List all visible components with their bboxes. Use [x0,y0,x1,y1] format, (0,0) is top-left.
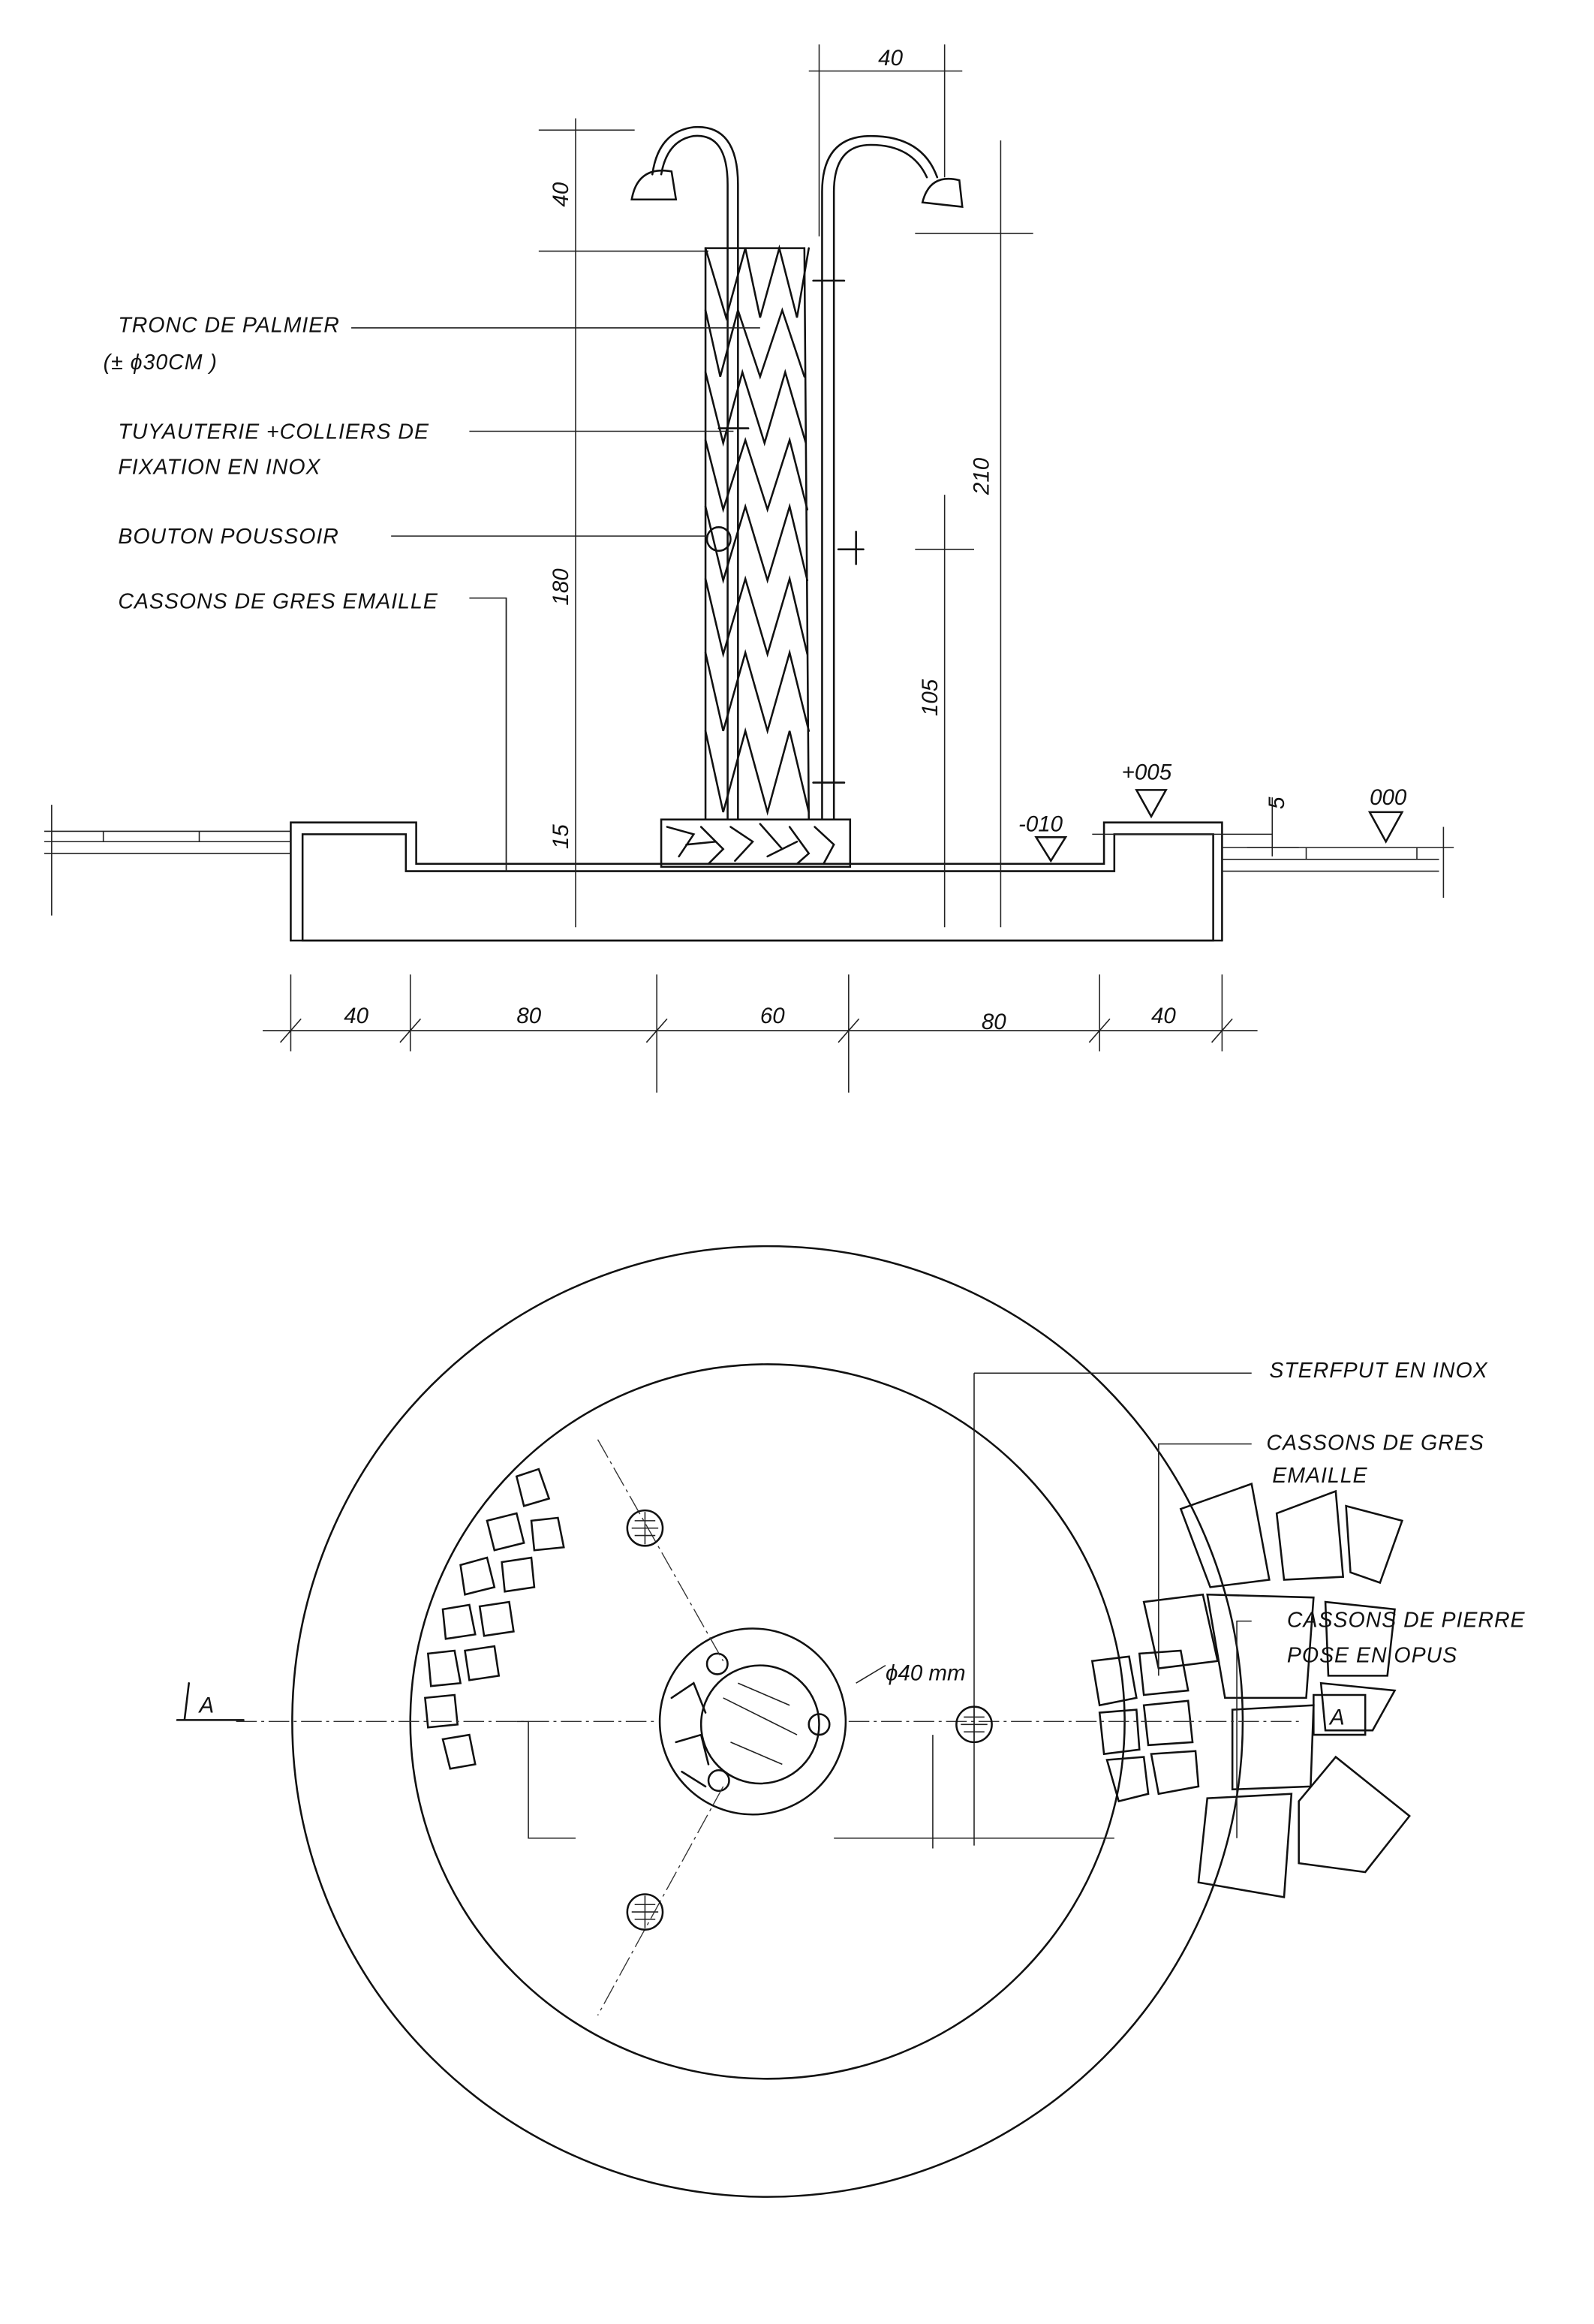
wood-grain [723,1682,798,1766]
palm-trunk-plan [699,1664,820,1785]
pipe-ring-icon [707,1769,730,1793]
bottom-dim-1: 40 [344,1004,368,1028]
axis-lines [236,1439,1299,2016]
label-tiles: CASSONS DE GRES EMAILLE [118,590,438,614]
dim-head-offset: 40 [878,46,903,71]
dim-total-height: 210 [970,457,994,495]
shower-head-right-icon [921,177,964,209]
island-mosaic [670,1681,710,1788]
level-marker-basin-icon [1034,836,1068,863]
shower-head-left-icon [630,170,678,201]
drain-icon [626,1509,664,1547]
level-rim: +005 [1122,760,1172,785]
section-label-right: A [1328,1705,1345,1729]
shower-pipe-left [630,126,750,821]
label-tiles-plan-1: CASSONS DE GRES [1266,1431,1484,1456]
basin-outline [290,821,1223,942]
label-pipes-fixation: FIXATION EN INOX [118,456,320,480]
bottom-dimension-line [263,974,1258,1093]
central-island [658,1627,847,1816]
level-marker-ground-icon [1367,811,1404,844]
tile-mosaic-left [424,1468,565,1770]
dim-head-height: 40 [549,182,573,206]
bottom-dim-2: 80 [516,1004,541,1028]
push-button-icon [705,526,732,552]
dim-button-height-right: 105 [918,679,943,716]
paving-right [1222,826,1454,898]
dim-basin-depth: 15 [549,824,573,849]
label-pipes: TUYAUTERIE +COLLIERS DE [118,420,429,444]
mosaic-base [660,818,852,868]
level-marker-rim-icon [1135,789,1168,819]
shower-pipe-right [812,134,964,821]
basin-foundation [301,833,1214,942]
drain-icon [626,1893,664,1931]
dim-step: 5 [1265,796,1289,809]
pipe-diameter: ϕ40 mm [886,1660,966,1685]
level-basin: -010 [1018,811,1063,836]
bottom-dim-4: 80 [982,1010,1006,1034]
bottom-dim-5: 40 [1151,1004,1176,1028]
tile-mosaic-right [1090,1649,1200,1803]
label-button: BOUTON POUSSOIR [118,525,339,549]
paving-left [44,805,291,916]
plan-view: A A ϕ40 mm STERFPUT EN INOX CASSONS DE G… [176,1245,1526,2198]
label-trunk: TRONC DE PALMIER [118,314,340,338]
label-trunk-diameter: (± ϕ30CM ) [104,351,218,375]
label-tiles-plan-2: EMAILLE [1272,1464,1367,1488]
level-ground: 000 [1370,785,1407,810]
palm-trunk [704,244,811,821]
leader-lines [351,327,760,872]
pipe-ring-icon [705,1652,729,1675]
drain-icon [955,1705,993,1744]
dim-button-height: 180 [549,568,573,606]
section-marker-right [1313,1693,1367,1736]
construction-lines-plan [516,1372,1252,1849]
section-label-left: A [198,1693,215,1718]
label-stone-2: POSE EN OPUS [1287,1644,1457,1668]
label-drain: STERFPUT EN INOX [1269,1359,1487,1383]
pipe-ring-icon [808,1713,831,1736]
section-marker-left [176,1681,245,1721]
elevation-view: TRONC DE PALMIER (± ϕ30CM ) TUYAUTERIE +… [44,44,1454,1093]
label-stone-1: CASSONS DE PIERRE [1287,1609,1526,1633]
stone-opus [1142,1483,1411,1898]
construction-lines [505,44,1299,928]
bottom-dim-3: 60 [760,1004,785,1028]
